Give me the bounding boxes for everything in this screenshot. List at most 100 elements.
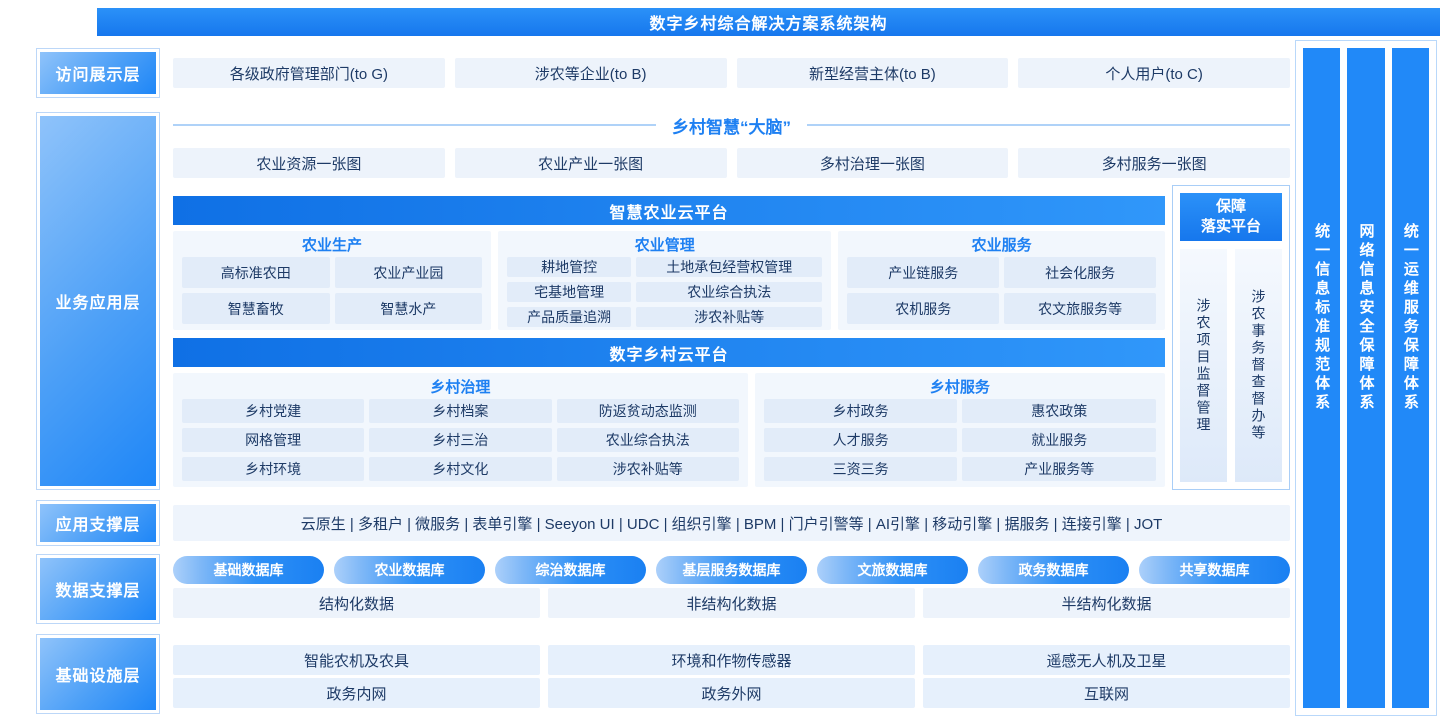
infra-item-gov-intranet: 政务内网 <box>173 678 540 708</box>
item-cell: 智慧畜牧 <box>182 293 330 324</box>
data-type-unstructured: 非结构化数据 <box>548 588 915 618</box>
group-grid: 乡村政务 惠农政策 人才服务 就业服务 三资三务 产业服务等 <box>763 399 1156 481</box>
group-village-service: 乡村服务 乡村政务 惠农政策 人才服务 就业服务 三资三务 产业服务等 <box>754 373 1165 487</box>
layer-label-text: 业务应用层 <box>40 116 156 486</box>
access-item-personal: 个人用户(to C) <box>1018 58 1290 88</box>
item-cell: 高标准农田 <box>182 257 330 288</box>
guarantee-title-line2: 落实平台 <box>1200 218 1261 235</box>
group-agri-production: 农业生产 高标准农田 农业产业园 智慧畜牧 智慧水产 <box>173 231 492 330</box>
assurance-bar-info-standards: 统一信息标准规范体系 <box>1303 48 1341 708</box>
guarantee-item-project-supervision: 涉农项目监督管理 <box>1180 249 1227 482</box>
group-grid: 乡村党建 乡村档案 防返贫动态监测 网格管理 乡村三治 农业综合执法 乡村环境 … <box>182 399 739 481</box>
smart-agri-body: 农业生产 高标准农田 农业产业园 智慧畜牧 智慧水产 农业管理 耕地管控 土地承… <box>173 231 1165 330</box>
page-title: 数字乡村综合解决方案系统架构 <box>97 8 1440 36</box>
db-cylinder-agri: 农业数据库 <box>334 556 485 584</box>
item-cell: 网格管理 <box>182 428 365 452</box>
group-village-governance: 乡村治理 乡村党建 乡村档案 防返贫动态监测 网格管理 乡村三治 农业综合执法 … <box>173 373 748 487</box>
guarantee-item-affairs-supervision: 涉农事务督查督办等 <box>1235 249 1282 482</box>
layer-label-app-support: 应用支撑层 <box>36 500 160 546</box>
item-cell: 农机服务 <box>847 293 1000 324</box>
map-item-agri-industry: 农业产业一张图 <box>454 148 727 178</box>
infra-item-gov-extranet: 政务外网 <box>548 678 915 708</box>
divider-line <box>173 124 656 126</box>
assurance-bar-text: 网络信息安全保障体系 <box>1357 223 1375 413</box>
infra-item-sensors: 环境和作物传感器 <box>548 645 915 675</box>
data-type-semistructured: 半结构化数据 <box>923 588 1290 618</box>
access-item-gov: 各级政府管理部门(to G) <box>173 58 445 88</box>
group-grid: 耕地管控 土地承包经营权管理 宅基地管理 农业综合执法 产品质量追溯 涉农补贴等 <box>507 257 823 327</box>
map-item-agri-resource: 农业资源一张图 <box>173 148 445 178</box>
item-cell: 乡村三治 <box>369 428 552 452</box>
layer-label-infrastructure: 基础设施层 <box>36 634 160 714</box>
item-cell: 涉农补贴等 <box>556 457 739 481</box>
db-cylinder-shared: 共享数据库 <box>1139 556 1290 584</box>
layer-label-data-support: 数据支撑层 <box>36 554 160 624</box>
infrastructure-row-devices: 智能农机及农具 环境和作物传感器 遥感无人机及卫星 <box>173 645 1290 675</box>
assurance-bar-text: 统一运维服务保障体系 <box>1401 223 1419 413</box>
brain-title: 乡村智慧“大脑” <box>672 117 791 137</box>
map-item-village-service: 多村服务一张图 <box>1018 148 1290 178</box>
item-cell: 乡村党建 <box>182 399 365 423</box>
map-item-village-governance: 多村治理一张图 <box>736 148 1009 178</box>
item-cell: 农业产业园 <box>334 257 483 288</box>
access-item-enterprise: 涉农等企业(to B) <box>454 58 727 88</box>
item-cell: 乡村环境 <box>182 457 365 481</box>
one-map-row: 农业资源一张图 农业产业一张图 多村治理一张图 多村服务一张图 <box>173 148 1290 178</box>
assurance-systems-panel: 统一信息标准规范体系 网络信息安全保障体系 统一运维服务保障体系 <box>1295 40 1437 716</box>
db-cylinder-culture-tourism: 文旅数据库 <box>817 556 968 584</box>
item-cell: 耕地管控 <box>507 257 632 277</box>
item-cell: 智慧水产 <box>334 293 483 324</box>
item-cell: 乡村档案 <box>369 399 552 423</box>
item-cell: 社会化服务 <box>1004 257 1156 288</box>
digital-village-body: 乡村治理 乡村党建 乡村档案 防返贫动态监测 网格管理 乡村三治 农业综合执法 … <box>173 373 1165 487</box>
item-cell: 产品质量追溯 <box>507 307 632 327</box>
layer-label-text: 基础设施层 <box>40 638 156 710</box>
guarantee-title-line1: 保障 <box>1215 198 1246 215</box>
item-cell: 农业综合执法 <box>636 282 823 302</box>
guarantee-body: 涉农项目监督管理 涉农事务督查督办等 <box>1180 249 1282 482</box>
group-title: 农业生产 <box>302 237 363 254</box>
db-cylinder-governance: 综治数据库 <box>495 556 646 584</box>
group-title: 乡村治理 <box>430 379 491 396</box>
guarantee-platform: 保障 落实平台 涉农项目监督管理 涉农事务督查督办等 <box>1172 185 1290 490</box>
group-grid: 高标准农田 农业产业园 智慧畜牧 智慧水产 <box>182 257 483 324</box>
item-cell: 三资三务 <box>763 457 958 481</box>
group-grid: 产业链服务 社会化服务 农机服务 农文旅服务等 <box>847 257 1156 324</box>
db-cylinder-base: 基础数据库 <box>173 556 324 584</box>
db-cylinder-grassroots: 基层服务数据库 <box>656 556 807 584</box>
group-title: 农业服务 <box>971 237 1032 254</box>
infra-item-internet: 互联网 <box>923 678 1290 708</box>
item-cell: 土地承包经营权管理 <box>636 257 823 277</box>
data-type-row: 结构化数据 非结构化数据 半结构化数据 <box>173 588 1290 618</box>
access-item-new-operator: 新型经营主体(to B) <box>736 58 1009 88</box>
digital-village-platform: 数字乡村云平台 乡村治理 乡村党建 乡村档案 防返贫动态监测 网格管理 乡村三治… <box>173 338 1165 487</box>
app-support-strip: 云原生 | 多租户 | 微服务 | 表单引擎 | Seeyon UI | UDC… <box>173 505 1290 541</box>
main-canvas: 各级政府管理部门(to G) 涉农等企业(to B) 新型经营主体(to B) … <box>173 0 1290 720</box>
item-cell: 就业服务 <box>962 428 1156 452</box>
data-type-structured: 结构化数据 <box>173 588 540 618</box>
group-agri-management: 农业管理 耕地管控 土地承包经营权管理 宅基地管理 农业综合执法 产品质量追溯 … <box>498 231 832 330</box>
item-cell: 产业服务等 <box>962 457 1156 481</box>
item-cell: 宅基地管理 <box>507 282 632 302</box>
layer-label-text: 数据支撑层 <box>40 558 156 620</box>
database-row: 基础数据库 农业数据库 综治数据库 基层服务数据库 文旅数据库 政务数据库 共享… <box>173 556 1290 584</box>
access-row: 各级政府管理部门(to G) 涉农等企业(to B) 新型经营主体(to B) … <box>173 58 1290 88</box>
smart-agri-platform: 智慧农业云平台 农业生产 高标准农田 农业产业园 智慧畜牧 智慧水产 农业管理 … <box>173 196 1165 330</box>
group-title: 乡村服务 <box>929 379 990 396</box>
group-agri-service: 农业服务 产业链服务 社会化服务 农机服务 农文旅服务等 <box>838 231 1165 330</box>
assurance-bar-text: 统一信息标准规范体系 <box>1313 223 1331 413</box>
item-cell: 惠农政策 <box>962 399 1156 423</box>
item-cell: 农文旅服务等 <box>1004 293 1156 324</box>
infra-item-drones-satellites: 遥感无人机及卫星 <box>923 645 1290 675</box>
layer-label-business: 业务应用层 <box>36 112 160 490</box>
assurance-bar-network-security: 网络信息安全保障体系 <box>1347 48 1385 708</box>
layer-label-text: 访问展示层 <box>40 52 156 94</box>
smart-agri-title: 智慧农业云平台 <box>173 196 1165 225</box>
layer-label-access: 访问展示层 <box>36 48 160 98</box>
brain-heading: 乡村智慧“大脑” <box>173 112 1290 138</box>
db-cylinder-gov-affairs: 政务数据库 <box>978 556 1129 584</box>
divider-line <box>807 124 1290 126</box>
group-title: 农业管理 <box>634 237 695 254</box>
item-cell: 乡村文化 <box>369 457 552 481</box>
